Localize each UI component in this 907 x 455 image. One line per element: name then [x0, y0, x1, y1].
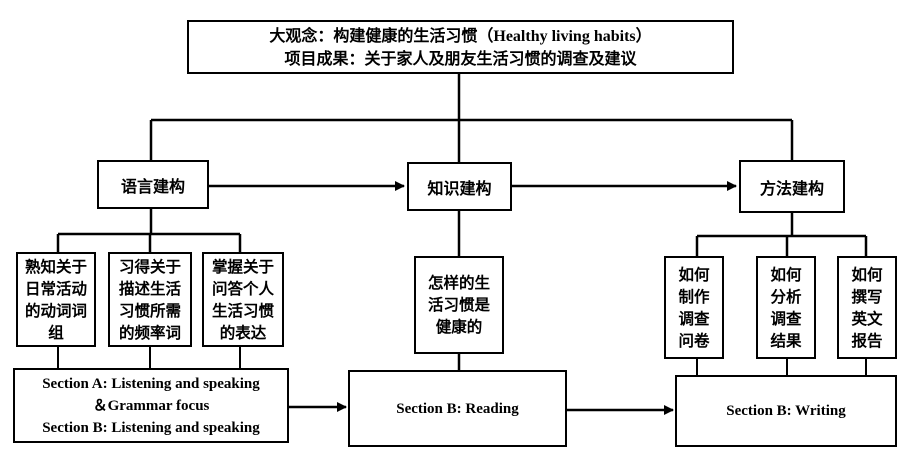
knowledge-item-box: 怎样的生活习惯是健康的	[414, 256, 504, 354]
method-construction-box: 方法建构	[739, 160, 845, 213]
section-a-line-2: ＆Grammar focus	[92, 397, 210, 414]
big-idea-cn: 大观念：构建健康的生活习惯	[269, 25, 478, 45]
section-b-reading-box: Section B: Reading	[348, 370, 567, 447]
method-item-2-box: 如何分析调查结果	[756, 256, 816, 359]
language-construction-box: 语言建构	[97, 160, 209, 209]
section-a-box: Section A: Listening and speaking ＆Gramm…	[13, 368, 289, 443]
section-a-line-1: Section A: Listening and speaking	[42, 375, 260, 392]
project-outcome-line: 项目成果：关于家人及朋友生活习惯的调查及建议	[284, 48, 637, 68]
method-item-3-box: 如何撰写英文报告	[837, 256, 897, 359]
language-item-2-box: 习得关于描述生活习惯所需的频率词	[108, 252, 192, 347]
method-item-1-box: 如何制作调查问卷	[664, 256, 724, 359]
knowledge-construction-box: 知识建构	[407, 162, 512, 211]
language-item-1-box: 熟知关于日常活动的动词词组	[16, 252, 96, 347]
section-a-line-3: Section B: Listening and speaking	[42, 419, 260, 436]
big-idea-en: （Healthy living habits）	[477, 27, 652, 45]
big-idea-line: 大观念：构建健康的生活习惯（Healthy living habits）	[269, 25, 651, 48]
language-item-3-box: 掌握关于问答个人生活习惯的表达	[202, 252, 284, 347]
big-idea-box: 大观念：构建健康的生活习惯（Healthy living habits） 项目成…	[187, 20, 734, 74]
section-b-writing-box: Section B: Writing	[675, 375, 897, 447]
